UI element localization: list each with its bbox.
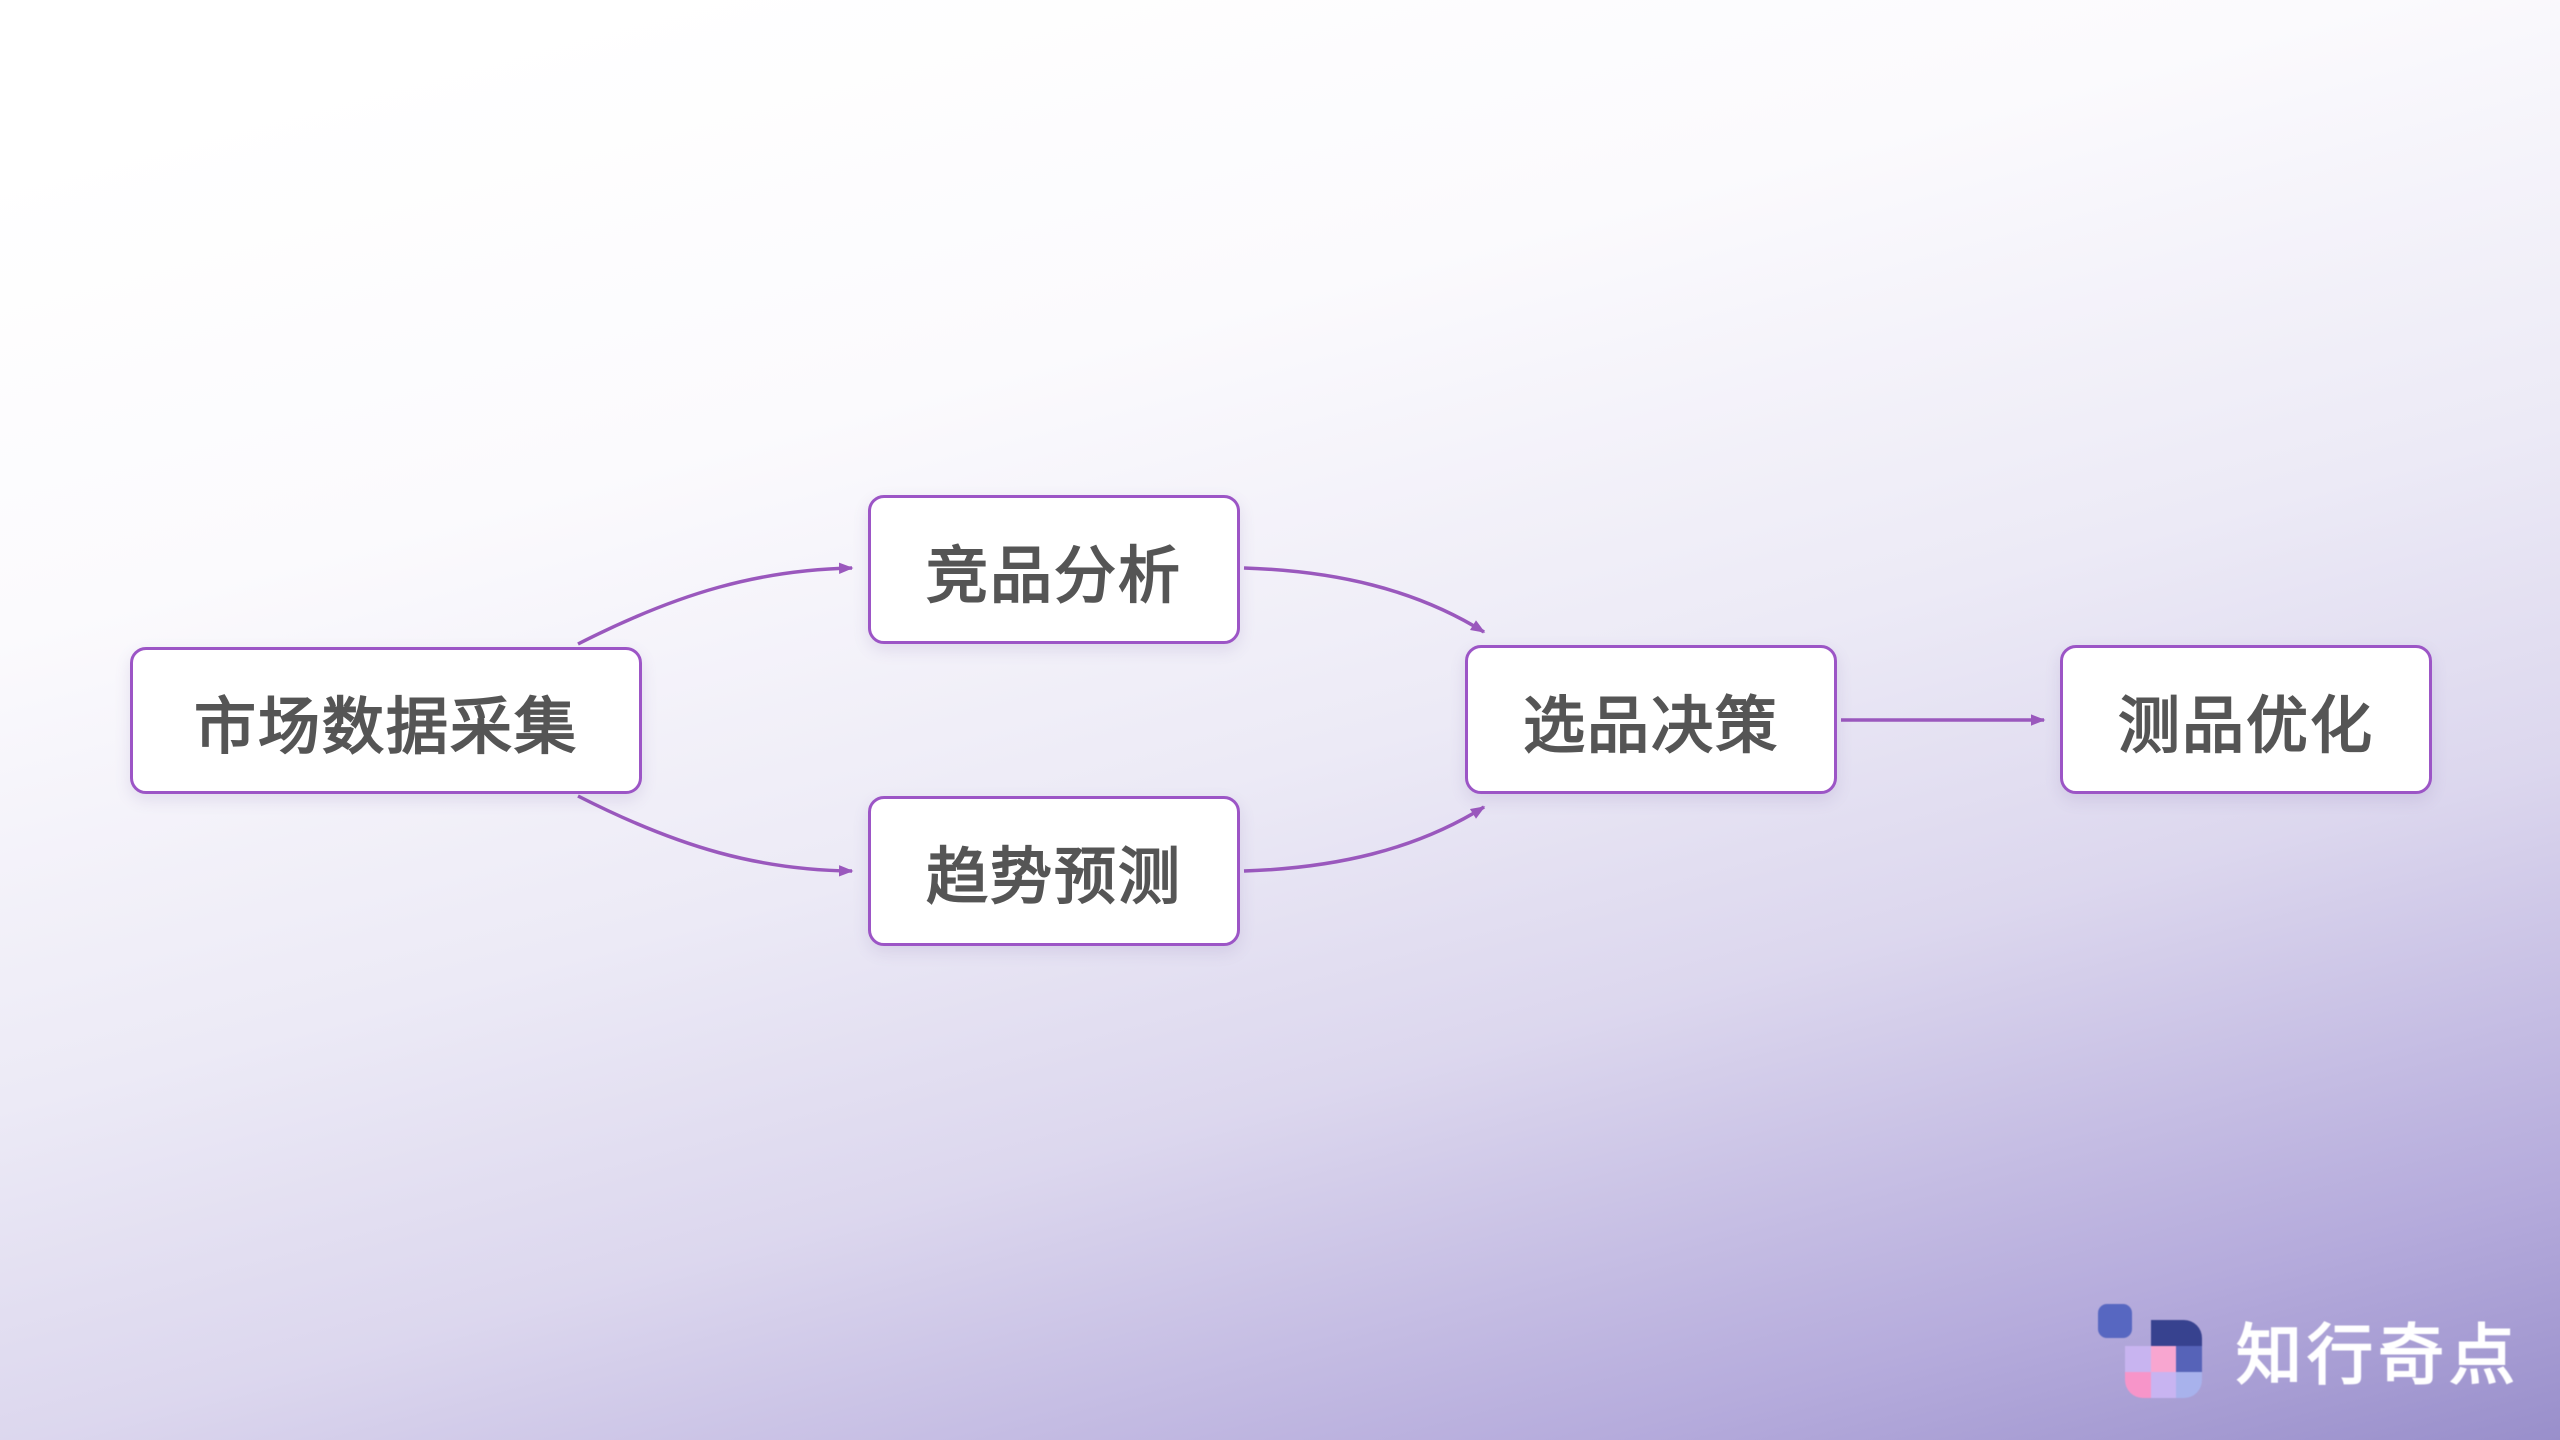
edge-market-to-trend [577, 794, 854, 877]
node-label: 测品优化 [2117, 691, 2374, 761]
logo-tile [2125, 1372, 2151, 1398]
edge-market-to-competitor [577, 562, 854, 646]
node-trend-forecast[interactable]: 趋势预测 [868, 796, 1240, 946]
logo-tile [2125, 1346, 2151, 1372]
node-product-test-optimization[interactable]: 测品优化 [2060, 645, 2432, 794]
node-market-data-collection[interactable]: 市场数据采集 [130, 647, 642, 794]
node-label: 选品决策 [1522, 691, 1779, 761]
edge-trend-to-decision [1243, 805, 1486, 873]
logo-tile [2098, 1304, 2132, 1338]
node-label: 市场数据采集 [193, 692, 578, 762]
logo-tile [2176, 1346, 2202, 1372]
brand-logo-text: 知行奇点 [2236, 1318, 2520, 1392]
node-competitor-analysis[interactable]: 竞品分析 [868, 495, 1240, 644]
logo-tile [2176, 1372, 2202, 1398]
logo-tile [2150, 1372, 2177, 1398]
node-product-selection-decision[interactable]: 选品决策 [1465, 645, 1837, 794]
node-label: 竞品分析 [925, 541, 1182, 611]
brand-watermark: 知行奇点 [2098, 1302, 2520, 1398]
brand-logo-icon [2098, 1302, 2202, 1398]
logo-tile [2150, 1320, 2177, 1346]
logo-tile-grid [2125, 1320, 2202, 1398]
node-label: 趋势预测 [925, 843, 1182, 912]
logo-tile [2176, 1320, 2202, 1346]
logo-tile [2150, 1346, 2177, 1372]
edge-competitor-to-decision [1243, 566, 1486, 634]
